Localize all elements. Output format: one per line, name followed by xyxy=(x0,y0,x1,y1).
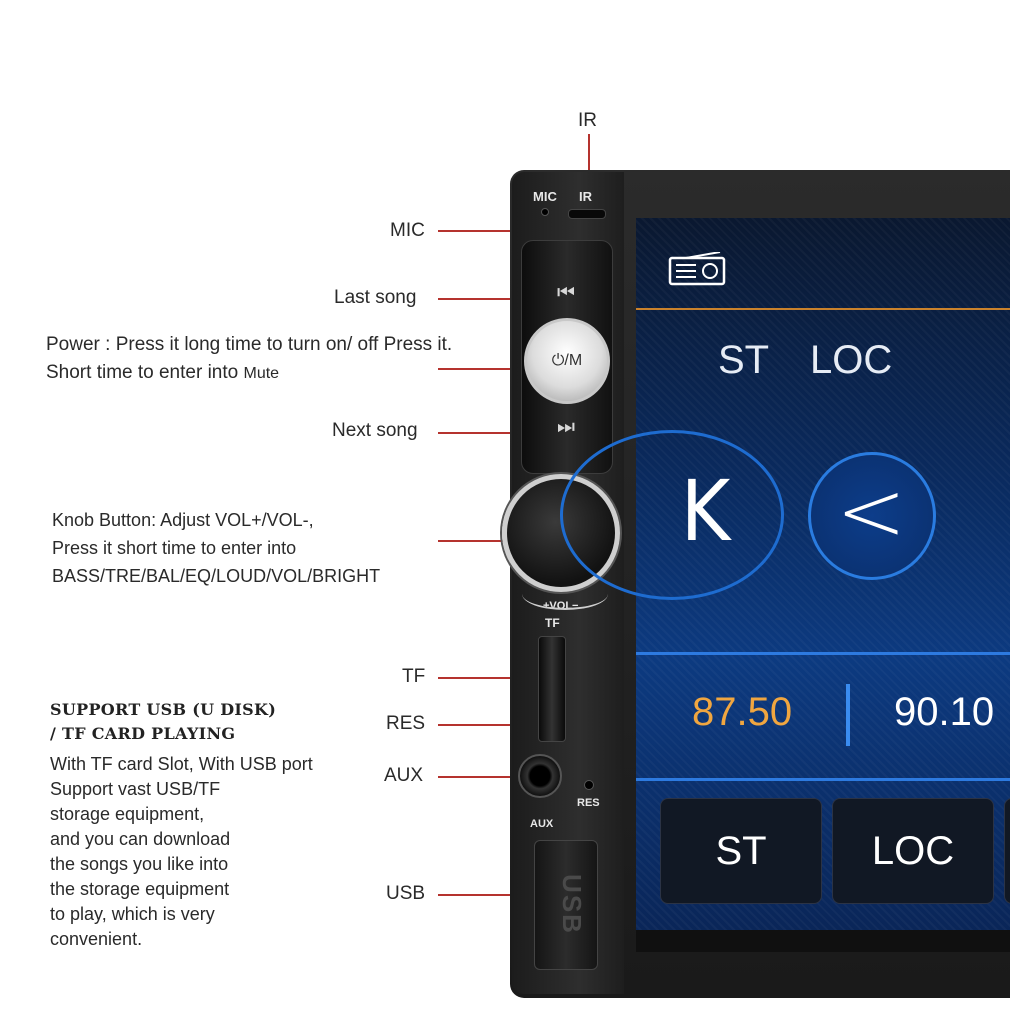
aux-jack[interactable] xyxy=(518,754,562,798)
freq-band-top-line xyxy=(636,652,1010,655)
mic-hole xyxy=(541,208,549,216)
usb-label: USB xyxy=(386,883,426,904)
support-description: With TF card Slot, With USB port Support… xyxy=(50,752,313,952)
power-label-line2: Short time to enter into Mute xyxy=(46,362,279,384)
support-heading-1: SUPPORT USB (U DISK) xyxy=(50,700,277,719)
support-line: With TF card Slot, With USB port xyxy=(50,754,313,774)
current-frequency: 87.50 xyxy=(692,690,793,734)
knob-pointer xyxy=(438,540,542,542)
ir-label: IR xyxy=(578,110,597,131)
res-label: RES xyxy=(386,713,426,734)
support-line: the storage equipment xyxy=(50,879,230,899)
last-song-label: Last song xyxy=(334,287,417,308)
usb-pointer xyxy=(438,894,540,896)
knob-desc-line3: BASS/TRE/BAL/EQ/LOUD/VOL/BRIGHT xyxy=(52,566,381,586)
tune-down-ring xyxy=(808,452,936,580)
local-indicator: LOC xyxy=(810,338,893,382)
knob-desc-line2: Press it short time to enter into xyxy=(52,538,297,558)
power-pointer xyxy=(438,368,542,370)
power-label-text: Short time to enter into xyxy=(46,362,244,383)
preset-st-button[interactable]: ST xyxy=(660,798,822,904)
support-heading-2: / TF CARD PLAYING xyxy=(50,724,236,743)
next-song-button[interactable]: ⏭ xyxy=(557,416,575,438)
next-frequency: 90.10 xyxy=(894,690,995,734)
aux-label: AUX xyxy=(384,765,424,786)
usb-cover-text: USB xyxy=(556,874,587,935)
support-line: Support vast USB/TF xyxy=(50,779,221,799)
ir-tag: IR xyxy=(579,189,592,204)
screen-bezel-bottom xyxy=(636,930,1010,952)
support-line: to play, which is very xyxy=(50,904,215,924)
last-song-pointer xyxy=(438,298,542,300)
mute-word: Mute xyxy=(243,365,280,382)
tf-tag: TF xyxy=(545,616,560,630)
support-line: the songs you like into xyxy=(50,854,229,874)
seek-back-ring xyxy=(560,430,784,600)
seek-back-button[interactable]: K xyxy=(680,462,731,560)
preset-extra-button[interactable] xyxy=(1004,798,1010,904)
tune-down-button[interactable]: < xyxy=(836,462,907,560)
vol-arc-icon xyxy=(522,578,608,610)
next-song-label: Next song xyxy=(332,420,418,441)
knob-desc-line1: Knob Button: Adjust VOL+/VOL-, xyxy=(52,510,314,530)
tf-card-slot[interactable] xyxy=(538,636,566,742)
support-line: convenient. xyxy=(50,929,143,949)
next-song-pointer xyxy=(438,432,542,434)
tf-label: TF xyxy=(402,666,426,687)
support-line: storage equipment, xyxy=(50,804,205,824)
tf-pointer xyxy=(438,677,544,679)
power-label-line1: Power : Press it long time to turn on/ o… xyxy=(46,334,453,355)
aux-tag: AUX xyxy=(530,818,554,830)
freq-band-bottom-line xyxy=(636,778,1010,781)
mic-label: MIC xyxy=(390,220,425,241)
res-tag: RES xyxy=(577,797,600,809)
radio-icon[interactable] xyxy=(668,252,726,286)
reset-hole[interactable] xyxy=(584,780,594,790)
mic-tag: MIC xyxy=(533,189,557,204)
mic-pointer xyxy=(438,230,544,232)
usb-port-cover[interactable]: USB xyxy=(534,840,598,970)
last-song-button[interactable]: ⏮ xyxy=(557,282,575,304)
preset-loc-button[interactable]: LOC xyxy=(832,798,994,904)
support-line: and you can download xyxy=(50,829,231,849)
ir-window xyxy=(568,209,606,219)
frequency-separator xyxy=(846,684,850,746)
aux-pointer xyxy=(438,776,526,778)
power-mute-button[interactable]: ⏻/M xyxy=(524,318,610,404)
top-bar-divider xyxy=(636,308,1010,310)
stereo-indicator: ST xyxy=(718,338,770,382)
